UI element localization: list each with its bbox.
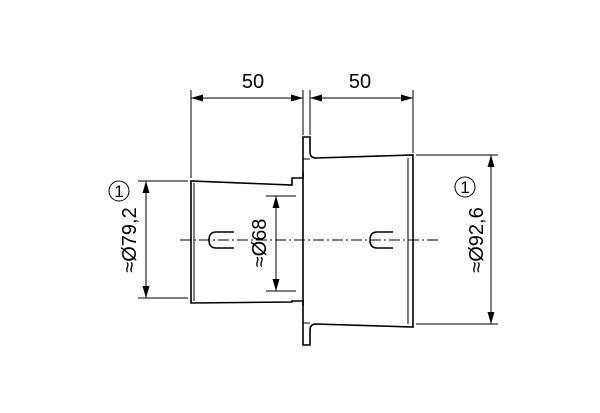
arrowhead	[487, 312, 495, 324]
small-outer-diameter-dimension: ≈Ø79,2 1	[108, 180, 188, 299]
flange-outline	[302, 136, 414, 346]
inner-diameter-dimension: ≈Ø68	[249, 195, 296, 292]
arrowhead	[401, 94, 413, 102]
arrowhead	[142, 181, 150, 193]
dim-length-right: 50	[349, 71, 371, 93]
arrowhead	[487, 155, 495, 167]
dim-small-outer-diameter: ≈Ø79,2	[119, 207, 141, 272]
arrowhead	[142, 286, 150, 298]
arrowhead	[272, 279, 280, 291]
dim-length-left: 50	[242, 71, 264, 93]
large-outer-diameter-dimension: ≈Ø92,6 1	[416, 154, 498, 325]
small-pipe-outline	[190, 172, 304, 306]
arrowhead	[272, 196, 280, 208]
dim-large-outer-diameter: ≈Ø92,6	[466, 207, 488, 272]
callout-circle-left	[108, 180, 130, 202]
dim-inner-diameter: ≈Ø68	[249, 219, 271, 268]
arrowhead	[191, 94, 203, 102]
arrowhead	[291, 94, 303, 102]
arrowhead	[310, 94, 322, 102]
part-outline	[180, 136, 438, 346]
callout-circle-right	[454, 176, 476, 198]
length-dimensions: 50 50	[190, 71, 414, 178]
callout-number-left: 1	[114, 182, 123, 201]
callout-number-right: 1	[460, 178, 469, 197]
